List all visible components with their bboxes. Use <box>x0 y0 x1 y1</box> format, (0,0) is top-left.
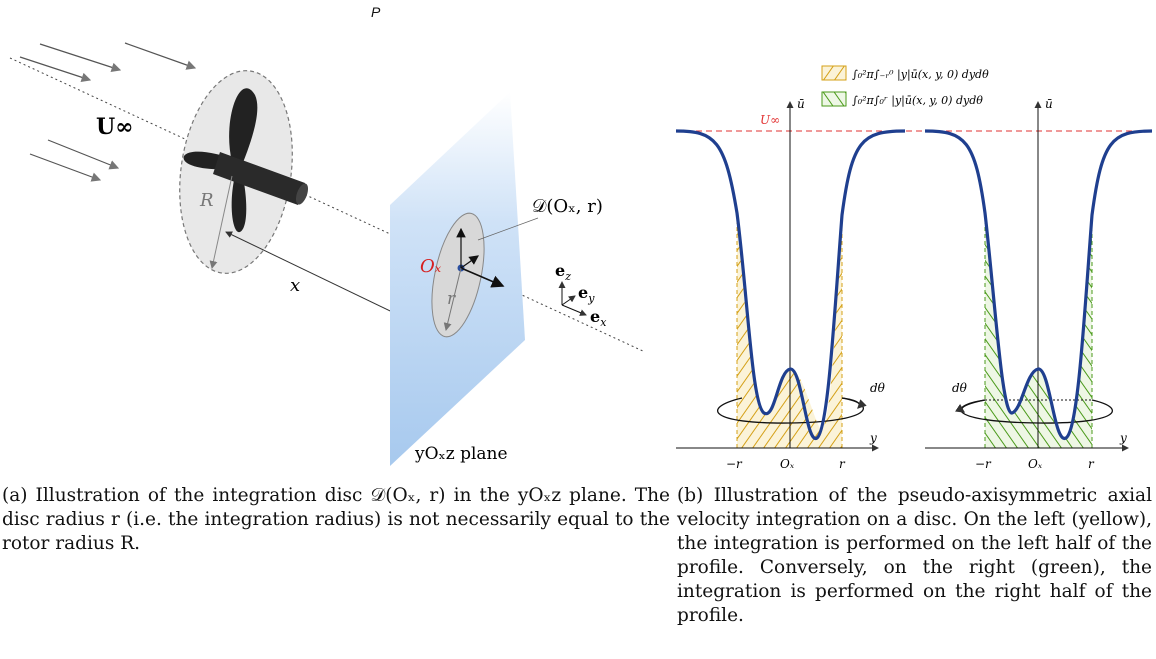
right-plot: ū y −r Oₓ r dθ <box>924 97 1153 471</box>
left-dtheta: dθ <box>870 381 886 395</box>
legend: ∫₀²π∫₋ᵣ⁰ |y|ū(x, y, 0) dydθ ∫₀²π∫₀ʳ |y|ū… <box>821 65 989 108</box>
right-tick-neg-r: −r <box>975 457 992 471</box>
freestream-label: U∞ <box>96 114 134 140</box>
origin-label: Oₓ <box>420 256 442 277</box>
svg-text:ex: ex <box>590 307 607 329</box>
basis-triad: ez ey ex <box>555 261 607 329</box>
right-y-label: y <box>1119 431 1127 445</box>
ex-label: e <box>590 307 600 326</box>
disc-center-y <box>460 255 479 269</box>
u-inf-label: U∞ <box>760 113 780 127</box>
caption-b: (b) Illustration of the pseudo-axisymmet… <box>677 485 1152 626</box>
figure-b: ∫₀²π∫₋ᵣ⁰ |y|ū(x, y, 0) dydθ ∫₀²π∫₀ʳ |y|ū… <box>675 65 1153 471</box>
ez-label: e <box>555 261 565 280</box>
figure-canvas: U∞ R x yOₓz plane r Oₓ � <box>9 42 1153 471</box>
disc-pointer <box>477 217 539 241</box>
nacelle-cap <box>295 183 309 205</box>
ez-sub: z <box>564 270 571 283</box>
left-plot: ū y −r Oₓ r dθ <box>675 97 906 471</box>
left-profile <box>675 129 906 440</box>
left-y-label: y <box>869 431 877 445</box>
left-tick-ox: Oₓ <box>780 457 795 471</box>
svg-text:ey: ey <box>578 283 595 305</box>
legend-swatch-yellow <box>821 65 847 81</box>
left-tick-neg-r: −r <box>726 457 743 471</box>
rotor-radius-arrow <box>209 175 233 269</box>
legend-label-green: ∫₀²π∫₀ʳ |y|ū(x, y, 0) dydθ <box>852 94 983 108</box>
legend-label-yellow: ∫₀²π∫₋ᵣ⁰ |y|ū(x, y, 0) dydθ <box>852 68 989 82</box>
ey-label: e <box>578 283 588 302</box>
right-tick-r: r <box>1088 457 1095 471</box>
legend-swatch-green <box>821 91 847 107</box>
left-u-label: ū <box>797 97 805 111</box>
right-profile <box>924 129 1153 440</box>
disc-label: 𝒟(Oₓ, r) <box>532 196 603 217</box>
plane-label: yOₓz plane <box>414 444 508 464</box>
left-tick-r: r <box>839 457 846 471</box>
right-dtheta: dθ <box>952 381 968 395</box>
svg-text:ez: ez <box>555 261 571 283</box>
caption-a: (a) Illustration of the integration disc… <box>2 485 670 554</box>
freestream-arrows <box>19 42 197 182</box>
ex-sub: x <box>600 316 607 329</box>
ey-sub: y <box>587 292 595 305</box>
figure-a: U∞ R x yOₓz plane r Oₓ � <box>9 42 646 466</box>
disc-radius-label: r <box>447 289 456 309</box>
rotor-radius-label: R <box>199 190 214 211</box>
integration-disc <box>431 212 485 338</box>
page-letter: P <box>371 4 381 20</box>
nacelle <box>213 152 305 205</box>
axis-line <box>9 57 646 353</box>
disc-radius-arrow <box>443 267 462 331</box>
disc-center-x <box>460 267 505 288</box>
right-u-label: ū <box>1045 97 1053 111</box>
distance-label: x <box>290 275 300 296</box>
right-tick-ox: Oₓ <box>1028 457 1043 471</box>
